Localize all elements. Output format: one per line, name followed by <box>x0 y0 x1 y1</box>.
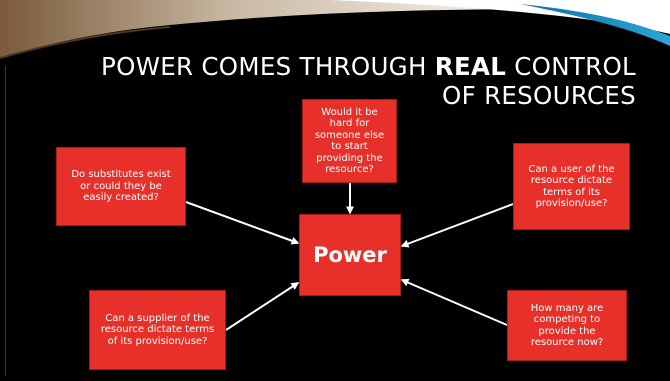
title-line-2: OF RESOURCES <box>442 81 636 110</box>
arrow-top-right <box>400 203 514 248</box>
question-box-top: Would it be hard for someone else to sta… <box>302 99 397 183</box>
arrow-bottom-left <box>225 282 300 331</box>
header-decoration <box>0 0 670 60</box>
power-box: Power <box>299 214 401 296</box>
title-text-end: CONTROL <box>506 52 636 81</box>
title-text-start: POWER COMES THROUGH <box>101 52 435 81</box>
frame-line <box>5 66 6 376</box>
arrow-top-left <box>185 201 300 245</box>
title-emphasis: REAL <box>434 52 507 81</box>
slide-title: POWER COMES THROUGH REAL CONTROL OF RESO… <box>46 52 636 110</box>
question-box-bottom-right: How many are competing to provide the re… <box>507 290 627 361</box>
question-box-bottom-left: Can a supplier of the resource dictate t… <box>89 290 226 370</box>
question-box-top-left: Do substitutes exist or could they be ea… <box>56 147 186 226</box>
arrow-bottom-right <box>400 278 508 326</box>
question-box-top-right: Can a user of the resource dictate terms… <box>513 143 630 230</box>
